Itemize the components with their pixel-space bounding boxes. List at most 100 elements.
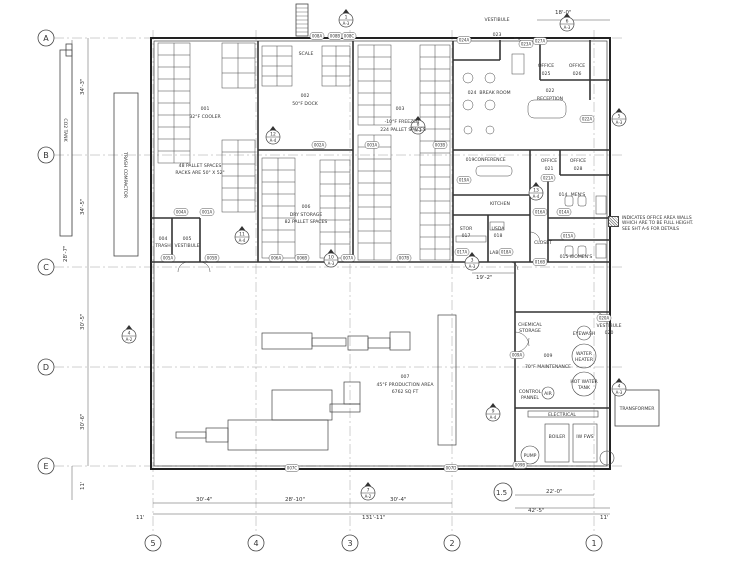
door-tag: 005A [160, 254, 176, 262]
grid-col-label: 1 [591, 539, 596, 548]
restroom-fixtures [455, 195, 607, 259]
room-electrical: ELECTRICAL [548, 412, 576, 418]
equip-hot-water-2: TANK [577, 385, 591, 391]
room-dock-num: 002 [301, 93, 310, 99]
door-tag: 015A [560, 232, 576, 240]
door-tag-text: 007D [446, 466, 457, 471]
dim-bottom-right: 11' [600, 515, 609, 521]
dim-top: 18'-0" [555, 10, 572, 16]
grid-bubble-col: 3 [341, 534, 359, 552]
door-tag: 023A [518, 40, 534, 48]
door-tag: 014A [556, 208, 572, 216]
grid-bubble-row: A [37, 29, 55, 47]
section-sheet: A-3 [343, 21, 350, 26]
section-marker: 4A-2 [121, 325, 137, 344]
section-sheet: A-3 [328, 261, 335, 266]
room-vest-b-num: 023 [493, 32, 502, 38]
room-office2-num: 026 [573, 71, 582, 77]
section-marker: 4A-3 [611, 378, 627, 397]
door-tag-text: 016A [535, 210, 546, 215]
door-tag-text: 023A [521, 42, 532, 47]
grid-col-label: 3 [347, 539, 352, 548]
door-tag-text: 024A [459, 38, 470, 43]
grid-bubble-row: C [37, 258, 55, 276]
room-maint-name: 70°F MAINTENANCE [525, 364, 571, 370]
room-freezer-num: 003 [396, 106, 405, 112]
grid-row-label: A [43, 34, 49, 43]
section-sheet: A-4 [533, 194, 540, 199]
section-marker: 13A-4 [528, 182, 544, 201]
dim-left-bc: 34'-5" [80, 198, 86, 215]
section-marker: 5A-3 [611, 108, 627, 127]
door-tag: 008B [327, 32, 343, 40]
door-tag-text: 002A [314, 143, 325, 148]
grid-col-label: 2 [449, 539, 454, 548]
room-womens-name: WOMEN'S [570, 254, 593, 260]
section-marker: 7A-2 [360, 482, 376, 501]
door-tag-text: 003B [435, 143, 446, 148]
door-tag-text: 001A [202, 210, 213, 215]
dim-bottom-total: 131'-11" [362, 515, 386, 521]
door-tag: 009B [512, 461, 528, 469]
room-office1-name: OFFICE [538, 63, 554, 69]
door-tag: 008C [341, 32, 357, 40]
room-freezer-spaces: 224 PALLET SPACES [380, 127, 426, 133]
room-control-1: CONTROL [519, 389, 542, 395]
section-sheet: A-3 [564, 25, 571, 30]
door-tag-text: 008C [344, 34, 355, 39]
room-office1-num: 025 [542, 71, 551, 77]
room-maint-num: 009 [544, 353, 553, 359]
rack-note-2: RACKS ARE 50" X 52" [175, 170, 224, 176]
section-number: 9 [492, 409, 495, 415]
section-sheet: A-3 [469, 264, 476, 269]
room-usda-num: 018 [494, 233, 503, 239]
room-mens-name: MEN'S [571, 192, 586, 198]
dim-bottom-43: 28'-10" [285, 497, 305, 503]
room-closet-name: CLOSET [534, 240, 552, 246]
section-number: 4 [128, 331, 131, 337]
section-number: 6 [566, 19, 569, 25]
door-tag: 004A [173, 208, 189, 216]
door-tag-text: 009B [515, 463, 526, 468]
maintenance-equipment [520, 325, 615, 466]
door-tag-text: 009A [512, 353, 523, 358]
door-tag: 001A [199, 208, 215, 216]
section-sheet: A-4 [490, 415, 497, 420]
room-office2-name: OFFICE [569, 63, 585, 69]
room-reception-num: 022 [546, 88, 555, 94]
room-vest-b-name: VESTIBULE [484, 17, 509, 23]
door-tag: 027A [532, 37, 548, 45]
dim-left-e: 11' [80, 481, 86, 490]
section-number: 7 [367, 488, 370, 494]
equip-pump: PUMP [524, 453, 537, 459]
door-tag-text: 015A [563, 234, 574, 239]
door-tag: 007C [284, 464, 300, 472]
section-number: 11 [239, 232, 245, 238]
door-tag-text: 027A [535, 39, 546, 44]
door-tag-text: 006A [271, 256, 282, 261]
section-marker: 11A-4 [234, 226, 250, 245]
door-tag: 006A [268, 254, 284, 262]
section-marker: 1A-3 [338, 9, 354, 28]
section-number: 4 [618, 384, 621, 390]
door-tag-text: 004A [176, 210, 187, 215]
section-number: 10 [328, 255, 334, 261]
section-number: 8 [417, 122, 420, 128]
room-dock-name: 50°F DOCK [292, 101, 319, 107]
door-tag: 019A [456, 176, 472, 184]
door-tag: 021A [540, 174, 556, 182]
dim-lab: 19'-2" [476, 275, 493, 281]
section-marker: 10A-3 [323, 249, 339, 268]
equip-transformer: TRANSFORMER [619, 406, 656, 412]
room-conference-num: 019 [466, 157, 475, 163]
room-cooler-num: 001 [201, 106, 210, 112]
room-usda-name: USDA [492, 226, 506, 232]
section-number: 1 [345, 15, 348, 21]
room-control-2: PANNEL [521, 395, 539, 401]
door-tag: 020A [596, 314, 612, 322]
room-break-name: BREAK ROOM [479, 90, 510, 96]
door-tag: 018A [498, 248, 514, 256]
equip-compactor: TRASH COMPACTOR [122, 151, 128, 199]
room-prod-name: 45°F PRODUCTION AREA [377, 382, 435, 388]
